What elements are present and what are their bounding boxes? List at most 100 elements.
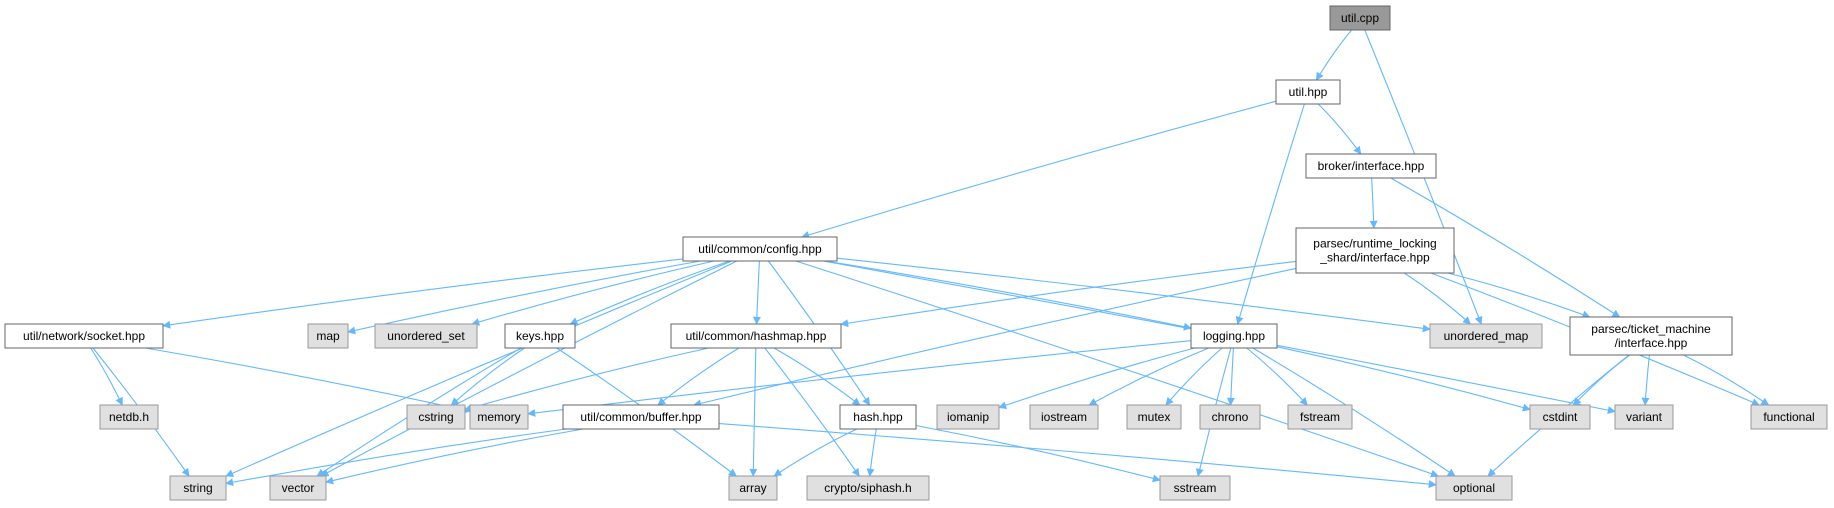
- node-box: [1429, 323, 1543, 349]
- node-box[interactable]: [1569, 316, 1733, 356]
- node-functional: functional: [1750, 404, 1828, 430]
- edge-parsec_rls-to-buffer_hpp: [693, 267, 1297, 408]
- node-box: [99, 404, 159, 430]
- node-iostream: iostream: [1029, 404, 1099, 430]
- node-box: [307, 323, 349, 349]
- node-label: memory: [477, 410, 520, 424]
- edge-broker_interface-to-ticket_machine: [1390, 177, 1621, 318]
- edge-config_hpp-to-string: [225, 260, 733, 477]
- node-box[interactable]: [1190, 323, 1278, 349]
- node-box[interactable]: [839, 404, 917, 430]
- node-label: iomanip: [947, 410, 989, 424]
- node-vector: vector: [269, 475, 327, 501]
- edge-config_hpp-to-map: [347, 260, 701, 335]
- node-label: util/common/config.hpp: [698, 242, 822, 256]
- node-box: [406, 404, 466, 430]
- node-parsec-rls[interactable]: parsec/runtime_locking_shard/interface.h…: [1295, 227, 1455, 274]
- node-box[interactable]: [504, 323, 576, 349]
- node-map: map: [307, 323, 349, 349]
- edge-config_hpp-to-keys_hpp: [569, 260, 730, 325]
- node-label: iostream: [1041, 410, 1087, 424]
- node-box[interactable]: [682, 236, 838, 262]
- node-box[interactable]: [670, 323, 842, 349]
- node-label: unordered_set: [387, 329, 465, 343]
- node-box: [1529, 404, 1591, 430]
- node-label: broker/interface.hpp: [1318, 159, 1425, 173]
- edge-config_hpp-to-vector: [320, 260, 738, 477]
- node-ticket-machine[interactable]: parsec/ticket_machine/interface.hpp: [1569, 316, 1733, 356]
- node-label: /interface.hpp: [1615, 336, 1688, 350]
- edge-logging_hpp-to-fstream: [1246, 347, 1308, 406]
- edge-socket_hpp-to-netdb_h: [90, 347, 123, 406]
- node-box: [269, 475, 327, 501]
- edge-buffer_hpp-to-vector: [325, 428, 584, 485]
- edge-broker_interface-to-parsec_rls: [1369, 177, 1378, 229]
- node-sstream: sstream: [1159, 475, 1231, 501]
- node-box[interactable]: [1275, 79, 1341, 105]
- node-broker-interface[interactable]: broker/interface.hpp: [1305, 153, 1437, 179]
- node-box: [1435, 475, 1513, 501]
- edge-config_hpp-to-socket_hpp: [162, 258, 684, 329]
- node-chrono: chrono: [1199, 404, 1261, 430]
- node-box: [1329, 5, 1391, 31]
- node-buffer-hpp[interactable]: util/common/buffer.hpp: [562, 404, 720, 430]
- edge-util_hpp-to-config_hpp: [801, 100, 1277, 239]
- node-label: netdb.h: [109, 410, 149, 424]
- edge-ticket_machine-to-cstdint: [1572, 354, 1631, 406]
- edge-util_hpp-to-broker_interface: [1317, 103, 1362, 155]
- node-optional: optional: [1435, 475, 1513, 501]
- edge-hashmap_hpp-to-hash_hpp: [773, 347, 861, 406]
- node-label: util.hpp: [1289, 85, 1328, 99]
- edge-hashmap_hpp-to-siphash_h: [764, 347, 860, 477]
- node-hashmap-hpp[interactable]: util/common/hashmap.hpp: [670, 323, 842, 349]
- node-label: crypto/siphash.h: [824, 481, 911, 495]
- node-label: mutex: [1138, 410, 1171, 424]
- edge-socket_hpp-to-memory: [145, 347, 471, 414]
- node-array: array: [728, 475, 778, 501]
- node-box[interactable]: [1295, 227, 1455, 274]
- node-util-cpp: util.cpp: [1329, 5, 1391, 31]
- node-socket-hpp[interactable]: util/network/socket.hpp: [4, 323, 164, 349]
- node-box: [1029, 404, 1099, 430]
- node-box: [1159, 475, 1231, 501]
- edge-hash_hpp-to-siphash_h: [866, 428, 877, 477]
- node-box: [728, 475, 778, 501]
- edge-config_hpp-to-hashmap_hpp: [752, 260, 761, 325]
- edge-logging_hpp-to-iostream: [1088, 347, 1210, 406]
- node-label: _shard/interface.hpp: [1319, 251, 1430, 265]
- edge-ticket_machine-to-functional: [1683, 354, 1770, 406]
- node-label: map: [316, 329, 340, 343]
- node-label: variant: [1626, 410, 1663, 424]
- node-string: string: [169, 475, 227, 501]
- edge-buffer_hpp-to-optional: [718, 423, 1437, 489]
- edge-util_hpp-to-logging_hpp: [1235, 103, 1305, 325]
- node-label: cstdint: [1543, 410, 1578, 424]
- node-label: vector: [282, 481, 315, 495]
- edge-logging_hpp-to-iomanip: [998, 347, 1195, 410]
- edge-keys_hpp-to-cstring: [450, 347, 525, 406]
- node-box: [469, 404, 529, 430]
- edge-layer: [90, 29, 1770, 489]
- node-label: hash.hpp: [853, 410, 903, 424]
- node-box: [806, 475, 930, 501]
- node-keys-hpp[interactable]: keys.hpp: [504, 323, 576, 349]
- edge-logging_hpp-to-memory: [527, 340, 1192, 417]
- node-hash-hpp[interactable]: hash.hpp: [839, 404, 917, 430]
- node-box[interactable]: [562, 404, 720, 430]
- node-logging-hpp[interactable]: logging.hpp: [1190, 323, 1278, 349]
- node-label: functional: [1763, 410, 1814, 424]
- node-box[interactable]: [1305, 153, 1437, 179]
- node-cstring: cstring: [406, 404, 466, 430]
- node-util-hpp[interactable]: util.hpp: [1275, 79, 1341, 105]
- node-config-hpp[interactable]: util/common/config.hpp: [682, 236, 838, 262]
- node-unordered-set: unordered_set: [374, 323, 478, 349]
- node-label: sstream: [1174, 481, 1217, 495]
- node-label: unordered_map: [1444, 329, 1529, 343]
- node-label: parsec/runtime_locking: [1313, 237, 1436, 251]
- node-label: array: [739, 481, 766, 495]
- node-cstdint: cstdint: [1529, 404, 1591, 430]
- edge-buffer_hpp-to-string: [225, 428, 567, 487]
- node-box[interactable]: [4, 323, 164, 349]
- edge-ticket_machine-to-variant: [1641, 354, 1650, 406]
